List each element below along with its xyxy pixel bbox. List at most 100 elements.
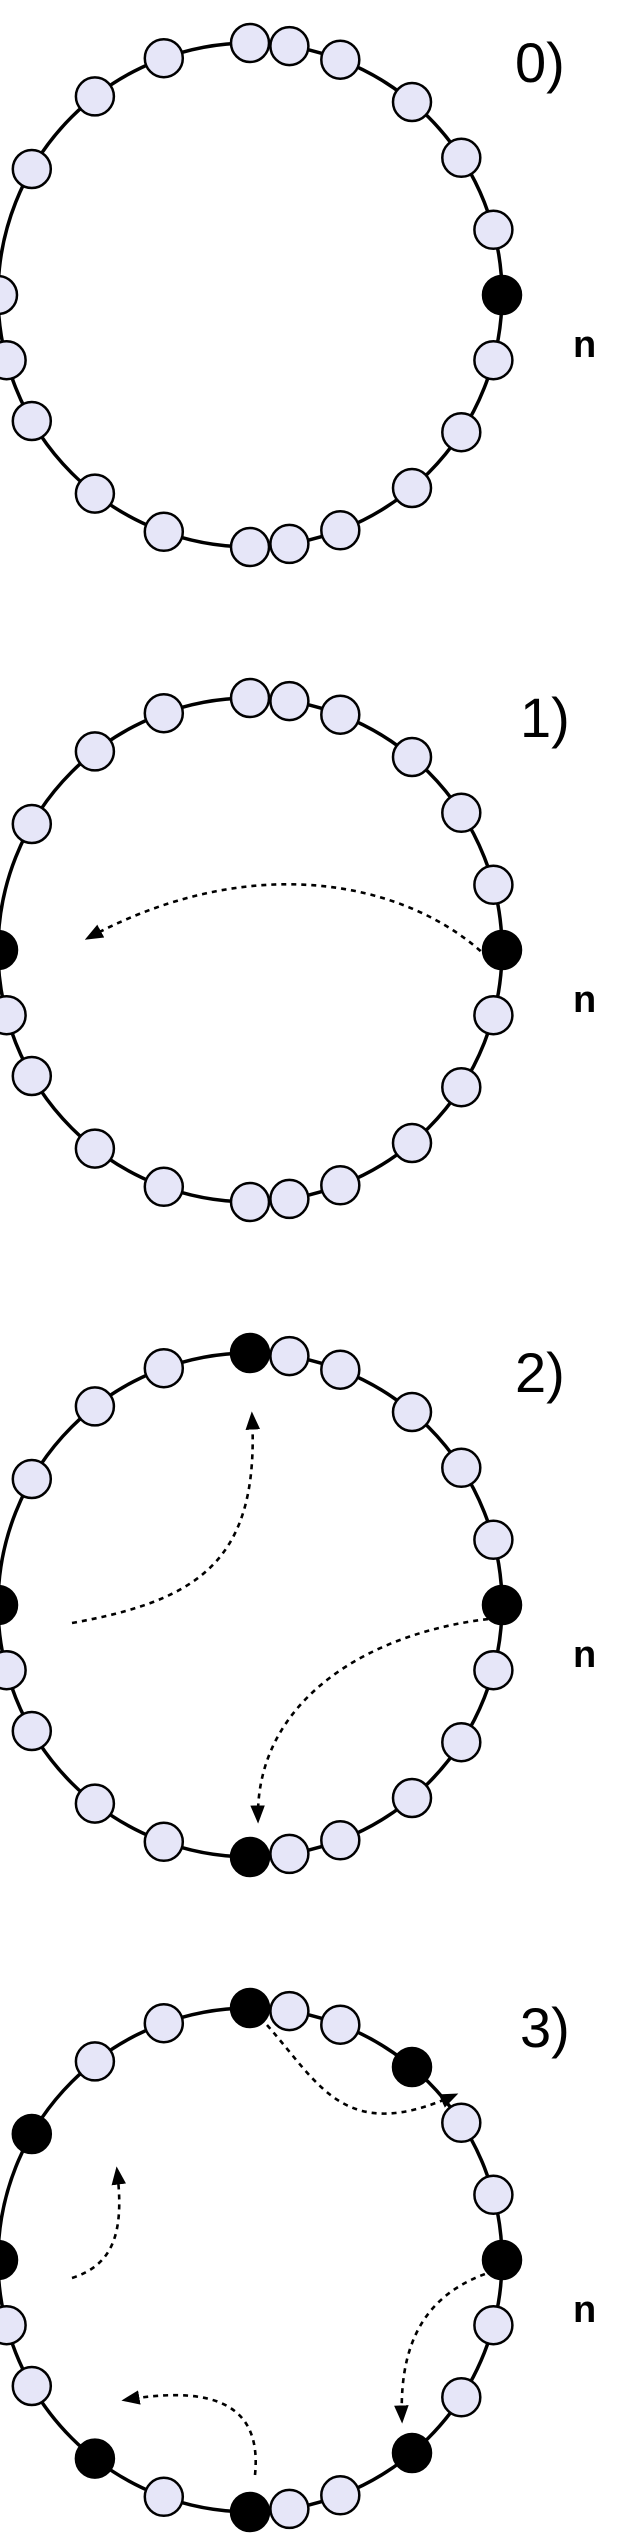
nodes [0, 1987, 523, 2533]
empty-node [74, 2041, 116, 2082]
empty-node [143, 1347, 185, 1389]
empty-node [74, 1128, 116, 1169]
empty-node [320, 39, 361, 80]
ring-circle [0, 2006, 504, 2514]
empty-node [320, 1165, 361, 1206]
filled-node [0, 1584, 19, 1626]
filled-node [481, 929, 523, 971]
empty-node [473, 2304, 514, 2346]
jump-arrow [71, 2166, 127, 2280]
ring-circle [0, 1351, 504, 1859]
empty-node [320, 2004, 361, 2045]
empty-node [391, 1122, 433, 1164]
step-label: 3) [520, 1996, 570, 2059]
jump-arrow [394, 2266, 505, 2424]
empty-node [0, 994, 27, 1036]
step-label: 0) [515, 31, 565, 94]
empty-node [229, 22, 271, 64]
nodes [0, 1332, 523, 1878]
jump-arrow [250, 1616, 499, 1824]
empty-node [391, 1391, 433, 1433]
filled-node [0, 2239, 19, 2281]
empty-node [441, 1447, 482, 1489]
empty-node [320, 510, 361, 551]
empty-node [473, 339, 514, 381]
panel-1: 1) n [0, 677, 596, 1223]
empty-node [11, 400, 53, 442]
filled-node [481, 274, 523, 316]
panel-0: 0) n [0, 22, 596, 568]
filled-node [229, 1987, 271, 2029]
empty-node [473, 1519, 514, 1561]
node-n-label: n [573, 1634, 596, 1676]
filled-node [229, 2491, 271, 2533]
empty-node [143, 511, 185, 553]
panel-2: 2) n [0, 1332, 596, 1878]
empty-node [269, 1990, 310, 2032]
empty-node [473, 1649, 514, 1691]
empty-node [391, 1777, 433, 1819]
empty-node [269, 2488, 310, 2530]
empty-node [269, 1178, 310, 1220]
jump-arrow [71, 1411, 261, 1625]
empty-node [11, 803, 53, 845]
filled-node [481, 2239, 523, 2281]
empty-node [441, 411, 482, 453]
empty-node [269, 1833, 310, 1875]
jump-arrow [121, 2390, 257, 2476]
empty-node [0, 2304, 27, 2346]
empty-node [11, 1710, 53, 1752]
empty-node [269, 1335, 310, 1377]
step-label: 1) [520, 686, 570, 749]
empty-node [143, 37, 185, 79]
empty-node [320, 2475, 361, 2516]
node-n-label: n [573, 979, 596, 1021]
filled-node [11, 2113, 53, 2155]
empty-node [441, 137, 482, 179]
step-label: 2) [515, 1341, 565, 1404]
empty-node [143, 1166, 185, 1208]
empty-node [74, 76, 116, 117]
empty-node [320, 1349, 361, 1390]
empty-node [269, 680, 310, 722]
filled-node [0, 929, 19, 971]
empty-node [74, 1783, 116, 1824]
empty-node [320, 1820, 361, 1861]
empty-node [441, 1066, 482, 1108]
empty-node [269, 523, 310, 565]
filled-node [229, 1332, 271, 1374]
empty-node [229, 526, 271, 568]
filled-node [74, 2438, 116, 2479]
empty-node [473, 209, 514, 251]
nodes [0, 22, 523, 568]
empty-node [229, 677, 271, 719]
empty-node [74, 473, 116, 514]
empty-node [143, 2002, 185, 2044]
panel-3: 3) n [0, 1987, 596, 2533]
empty-node [74, 731, 116, 772]
empty-node [441, 2376, 482, 2418]
empty-node [0, 1649, 27, 1691]
node-n-label: n [573, 324, 596, 366]
empty-node [473, 864, 514, 906]
empty-node [441, 792, 482, 834]
empty-node [11, 148, 53, 190]
empty-node [74, 1386, 116, 1427]
empty-node [143, 2476, 185, 2518]
empty-node [441, 2102, 482, 2144]
empty-node [143, 692, 185, 734]
empty-node [269, 25, 310, 67]
ring-circle [0, 41, 504, 549]
jump-arrow [84, 882, 496, 966]
node-n-label: n [573, 2289, 596, 2331]
empty-node [391, 467, 433, 509]
empty-node [391, 736, 433, 778]
ring-circle [0, 696, 504, 1204]
empty-node [0, 274, 19, 316]
nodes [0, 677, 523, 1223]
filled-node [391, 2046, 433, 2088]
empty-node [11, 1458, 53, 1500]
empty-node [320, 694, 361, 735]
empty-node [143, 1821, 185, 1863]
